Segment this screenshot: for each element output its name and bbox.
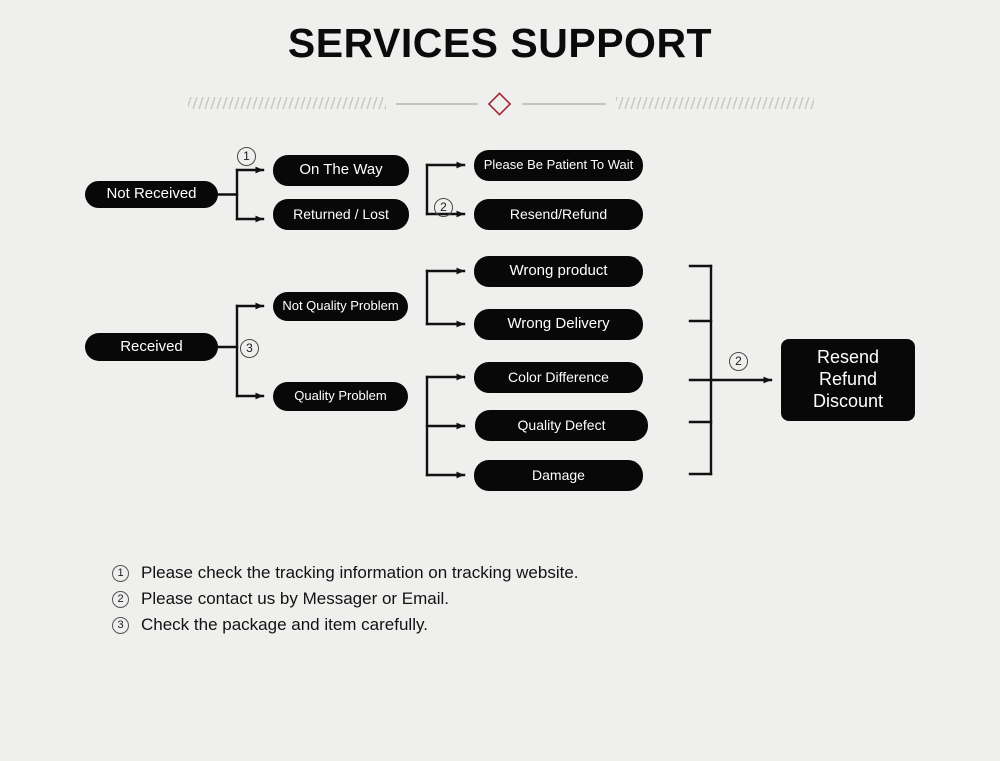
flow-node-not-quality[interactable]: Not Quality Problem [273, 292, 408, 321]
resolution-line: Refund [818, 369, 878, 390]
step-badge-badge-2-merge: 2 [729, 352, 748, 371]
flow-node-quality-problem[interactable]: Quality Problem [273, 382, 408, 411]
footnote-item: 1 Please check the tracking information o… [112, 560, 812, 586]
flow-node-patient-wait[interactable]: Please Be Patient To Wait [474, 150, 643, 181]
footnote-item: 2 Please contact us by Messager or Email. [112, 586, 812, 612]
footnote-list: 1 Please check the tracking information o… [112, 560, 812, 638]
step-badge-badge-2-top: 2 [434, 198, 453, 217]
footnote-text: Please check the tracking information on… [141, 563, 579, 582]
flow-node-wrong-delivery[interactable]: Wrong Delivery [474, 309, 643, 340]
step-badge-badge-1-top: 1 [237, 147, 256, 166]
flow-node-quality-defect[interactable]: Quality Defect [475, 410, 648, 441]
footnote-text: Check the package and item carefully. [141, 615, 428, 634]
flow-node-color-difference[interactable]: Color Difference [474, 362, 643, 393]
footnote-item: 3 Check the package and item carefully. [112, 612, 812, 638]
step-badge-badge-3-mid: 3 [240, 339, 259, 358]
footnote-number: 2 [112, 590, 129, 608]
flow-node-received[interactable]: Received [85, 333, 218, 361]
flow-node-resend-refund[interactable]: Resend/Refund [474, 199, 643, 230]
footnote-text: Please contact us by Messager or Email. [141, 589, 450, 608]
footnote-number: 1 [112, 564, 129, 582]
hatch-right [616, 92, 814, 116]
flow-node-not-received[interactable]: Not Received [85, 181, 218, 208]
resolution-line: Discount [812, 390, 884, 411]
resolution-line: Resend [816, 347, 880, 368]
flow-node-on-the-way[interactable]: On The Way [273, 155, 409, 186]
flow-node-damage[interactable]: Damage [474, 460, 643, 491]
hatch-left [188, 92, 386, 116]
flow-node-wrong-product[interactable]: Wrong product [474, 256, 643, 287]
flow-node-returned-lost[interactable]: Returned / Lost [273, 199, 409, 230]
decorative-divider [188, 92, 814, 116]
footnote-number: 3 [112, 616, 129, 634]
diamond-icon [487, 92, 512, 116]
page-title: SERVICES SUPPORT [287, 20, 713, 66]
